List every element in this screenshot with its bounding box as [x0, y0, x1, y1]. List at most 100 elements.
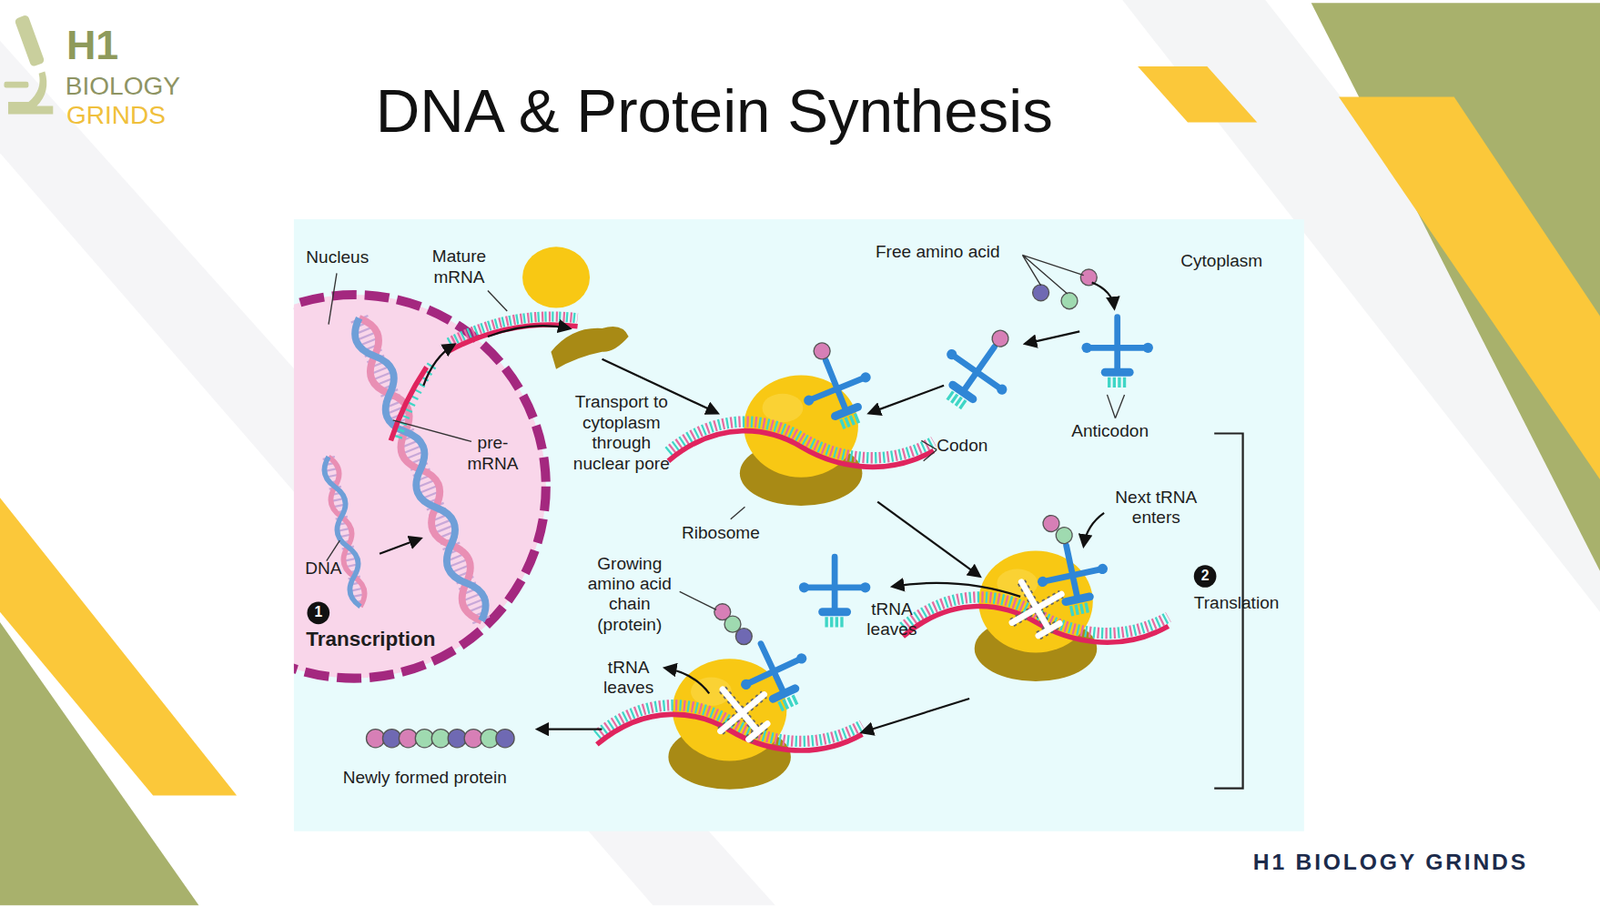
microscope-icon	[8, 70, 53, 114]
new-protein-chain	[447, 729, 466, 749]
leader-lines	[921, 440, 937, 461]
trna-ghost	[700, 671, 780, 751]
process-arrows	[1025, 331, 1080, 344]
process-arrows	[423, 344, 455, 386]
leader-lines	[1106, 394, 1125, 419]
new-protein-chain	[398, 729, 417, 749]
trna-ghost	[700, 671, 780, 751]
process-arrows	[379, 283, 1114, 733]
trna	[799, 556, 871, 628]
free-amino-acids	[1032, 269, 1098, 310]
ribosome	[668, 375, 934, 507]
process-arrows	[861, 698, 970, 733]
node-label: Nucleus	[305, 247, 369, 268]
leader-lines	[1022, 254, 1084, 294]
trna	[924, 326, 1024, 426]
slide-background	[1137, 66, 1257, 123]
pre-mrna-strand	[390, 367, 426, 442]
trna	[1081, 317, 1153, 388]
slide-background	[1338, 97, 1600, 480]
part-label: Anticodon	[1071, 421, 1149, 442]
nucleus-dna	[348, 313, 492, 626]
ribosome	[668, 375, 934, 507]
new-protein-chain	[366, 729, 516, 749]
logo-text: GRINDS	[66, 101, 166, 128]
callout-number: 1	[306, 604, 330, 622]
leader-lines	[730, 506, 746, 519]
new-protein-chain	[431, 729, 450, 749]
ribosome-subunits	[522, 246, 629, 370]
nucleus-dna	[321, 455, 367, 609]
microscope-icon	[3, 81, 29, 89]
part-label: pre- mRNA	[462, 433, 524, 475]
part-label: Growing amino acid chain (protein)	[586, 554, 674, 637]
part-label: Ribosome	[681, 523, 760, 544]
ribosome	[902, 550, 1169, 682]
callout-circle	[306, 601, 330, 625]
growing-chain	[735, 628, 752, 646]
free-amino-acids	[1032, 284, 1050, 302]
nucleus-dna	[328, 456, 361, 608]
part-label: Free amino acid	[875, 242, 1001, 263]
trna	[1031, 537, 1116, 622]
trna	[989, 327, 1013, 351]
process-arrows	[1083, 513, 1104, 547]
free-amino-acids	[1061, 293, 1078, 310]
process-arrows	[1092, 283, 1115, 309]
translation-bracket	[1214, 433, 1243, 789]
trna	[792, 347, 886, 440]
growing-chain	[714, 604, 752, 646]
slide-background	[0, 622, 200, 906]
region-label: Cytoplasm	[1180, 251, 1263, 272]
trna	[799, 556, 871, 628]
ribosome	[902, 550, 1169, 682]
nucleus-dna	[321, 455, 367, 609]
microscope-icon	[3, 14, 53, 115]
leader-lines	[487, 291, 507, 312]
logo-text: H1	[66, 24, 119, 66]
nucleus-dna	[321, 455, 367, 609]
trna	[785, 330, 885, 440]
stage-label: Transcription	[305, 627, 436, 652]
part-label: DNA	[304, 558, 342, 579]
process-arrows	[537, 729, 603, 731]
part-label: Newly formed protein	[343, 768, 507, 789]
ribosome	[597, 658, 863, 790]
process-arrows	[379, 538, 421, 555]
new-protein-chain	[382, 729, 401, 749]
footer-text: H1 BIOLOGY GRINDS	[1253, 850, 1529, 877]
leader-lines	[679, 591, 717, 610]
nucleus-membrane	[293, 294, 547, 679]
step-label: Transport to cytoplasm through nuclear p…	[561, 393, 682, 476]
nucleus-dna	[348, 313, 492, 626]
process-arrows	[892, 583, 1021, 598]
process-arrows	[877, 502, 980, 578]
step-label: Next tRNA enters	[1104, 487, 1207, 529]
new-protein-chain	[464, 729, 483, 749]
trna	[1081, 317, 1153, 388]
leader-lines	[326, 254, 1125, 610]
step-label: tRNA leaves	[597, 658, 659, 699]
logo-text: BIOLOGY	[65, 73, 181, 100]
part-label: Codon	[936, 435, 988, 456]
callout-number: 2	[1194, 567, 1217, 585]
slide-title: DNA & Protein Synthesis	[305, 75, 1123, 148]
trna	[924, 311, 1034, 426]
stage-label: Translation	[1194, 594, 1280, 615]
new-protein-chain	[415, 729, 434, 749]
ribosome	[597, 658, 863, 790]
trna	[1024, 506, 1116, 622]
microscope-icon	[14, 14, 46, 68]
part-label: Mature mRNA	[418, 246, 501, 288]
new-protein-chain	[496, 729, 515, 749]
trna	[728, 628, 823, 723]
leader-lines	[328, 273, 337, 325]
new-protein-chain	[366, 729, 385, 749]
callout-circle	[1194, 565, 1217, 588]
mature-mrna-strand	[448, 316, 578, 344]
ribosome-subunits	[550, 326, 628, 370]
trna	[1041, 514, 1061, 534]
ribosome-subunits	[522, 246, 590, 308]
